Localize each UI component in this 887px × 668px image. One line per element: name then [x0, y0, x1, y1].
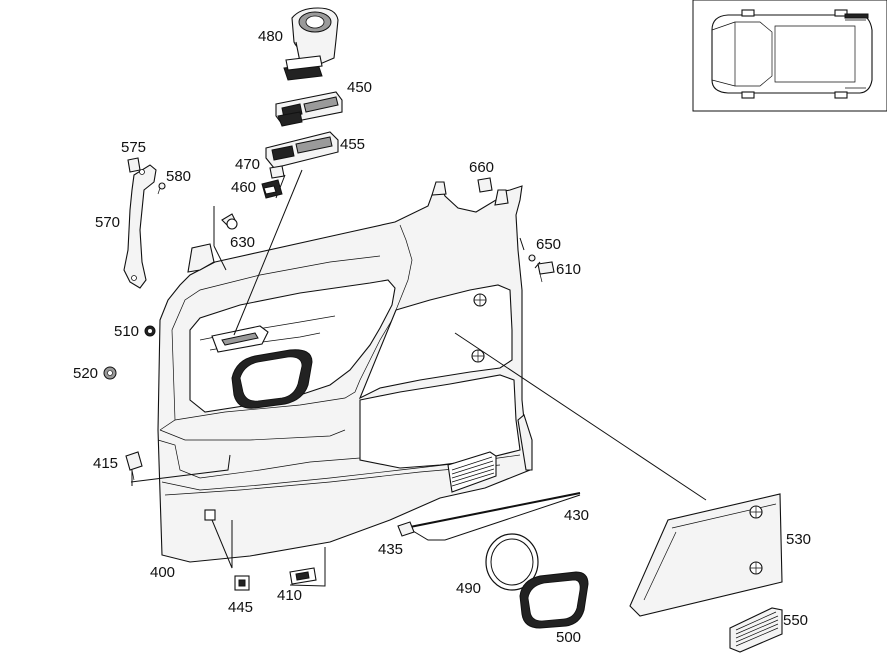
label-660: 660 [469, 159, 494, 176]
label-455: 455 [340, 136, 365, 153]
part-510-nut-icon [144, 325, 156, 337]
part-480-cup-holder [283, 7, 339, 81]
label-610: 610 [556, 261, 581, 278]
label-450: 450 [347, 79, 372, 96]
part-435-connector [397, 521, 415, 537]
door-trim-panel-400 [157, 181, 533, 563]
part-530-lower-panel [629, 493, 783, 617]
vehicle-locator-inset [692, 0, 887, 112]
label-520: 520 [73, 365, 98, 382]
part-470-clip [269, 165, 285, 179]
part-550-grille [729, 607, 783, 653]
label-490: 490 [456, 580, 481, 597]
part-410-switch-cover [289, 567, 317, 585]
label-415: 415 [93, 455, 118, 472]
part-490-speaker-ring [485, 533, 539, 591]
label-650: 650 [536, 236, 561, 253]
part-455-switch-bezel [265, 131, 339, 169]
label-575: 575 [121, 139, 146, 156]
label-580: 580 [166, 168, 191, 185]
part-460-switch [261, 179, 283, 199]
part-500-handle-bezel [519, 571, 589, 629]
label-435: 435 [378, 541, 403, 558]
label-430: 430 [564, 507, 589, 524]
label-570: 570 [95, 214, 120, 231]
label-550: 550 [783, 612, 808, 629]
part-580-screw-icon [157, 182, 166, 195]
label-400: 400 [150, 564, 175, 581]
part-415-clip [125, 451, 143, 481]
part-445-cover [234, 575, 250, 591]
label-630: 630 [230, 234, 255, 251]
part-520-cap-icon [103, 366, 117, 380]
label-460: 460 [231, 179, 256, 196]
part-450-switch-panel [275, 91, 343, 127]
part-660-clip [477, 177, 493, 193]
label-445: 445 [228, 599, 253, 616]
label-480: 480 [258, 28, 283, 45]
part-570-bracket [123, 164, 157, 289]
label-470: 470 [235, 156, 260, 173]
part-575-clip [127, 157, 141, 173]
label-530: 530 [786, 531, 811, 548]
van-top-view-icon [711, 9, 873, 99]
leader-lines [130, 169, 707, 587]
part-610-clip [537, 261, 555, 283]
label-500: 500 [556, 629, 581, 646]
label-510: 510 [114, 323, 139, 340]
part-630-push-clip [221, 213, 238, 230]
part-430-cable [404, 492, 581, 529]
callout-labels: 480 450 455 470 460 575 580 570 630 660 … [73, 28, 811, 646]
part-650-screw-icon [528, 254, 536, 262]
label-410: 410 [277, 587, 302, 604]
